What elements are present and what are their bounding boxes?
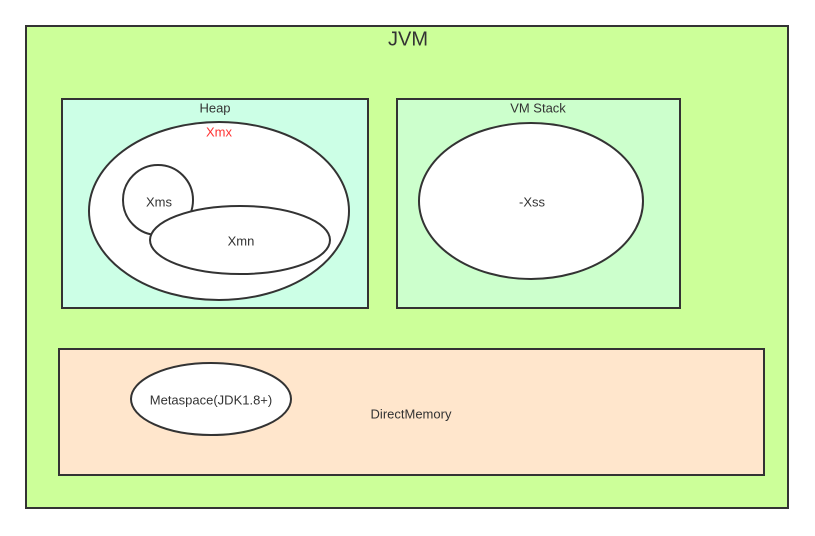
xmn-ellipse <box>149 205 331 275</box>
xmx-label: Xmx <box>206 124 232 140</box>
metaspace-ellipse <box>130 362 292 436</box>
xss-ellipse <box>418 122 644 280</box>
direct-memory-label: DirectMemory <box>370 406 452 422</box>
xss-label: -Xss <box>519 194 545 210</box>
metaspace-label: Metaspace(JDK1.8+) <box>149 392 273 408</box>
vm-stack-title: VM Stack <box>510 100 566 116</box>
xms-label: Xms <box>146 194 172 210</box>
xmn-label: Xmn <box>227 233 255 249</box>
heap-title: Heap <box>199 100 231 116</box>
jvm-title: JVM <box>388 28 428 51</box>
